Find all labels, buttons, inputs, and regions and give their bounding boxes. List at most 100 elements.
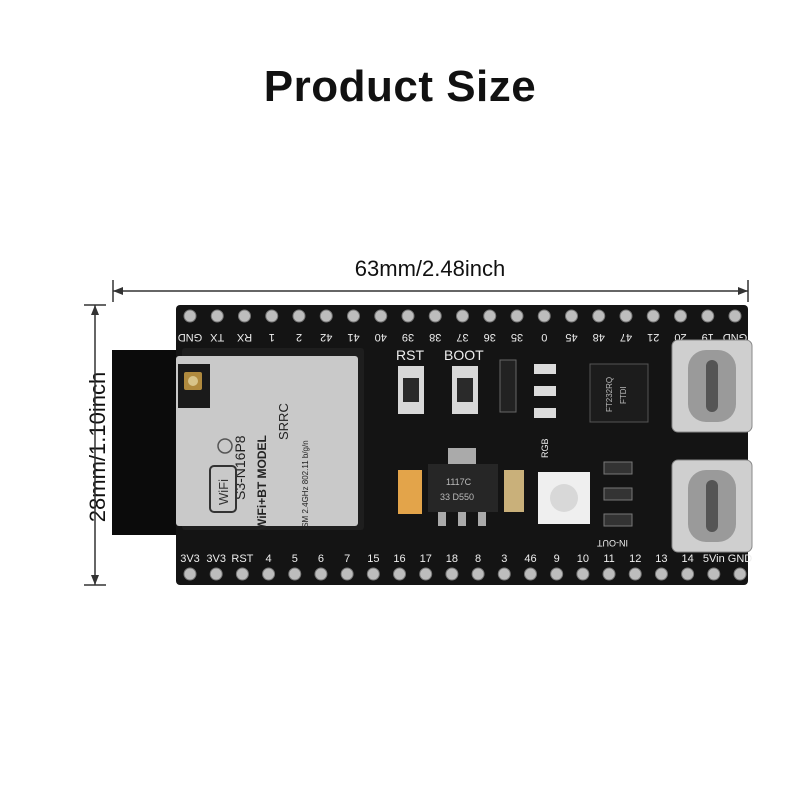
header-pin	[537, 309, 551, 323]
header-pin	[602, 567, 616, 581]
usb-c-port-bottom	[671, 459, 753, 553]
header-pin	[471, 567, 485, 581]
header-pin	[619, 309, 633, 323]
header-pin	[728, 309, 742, 323]
width-dimension-label: 63mm/2.48inch	[354, 256, 506, 281]
bottom-pin-label: 7	[344, 553, 350, 565]
bottom-pin-label: 5	[292, 553, 298, 565]
header-pin	[262, 567, 276, 581]
header-pin	[497, 567, 511, 581]
bottom-pin-label: 17	[420, 553, 432, 565]
top-pin-label: 42	[320, 331, 332, 343]
header-pin	[209, 567, 223, 581]
chip-brand-text: FTDI	[619, 386, 628, 404]
top-pin-label: 39	[402, 331, 414, 343]
header-pin	[428, 309, 442, 323]
height-dimension-line	[84, 304, 106, 586]
bottom-pin-label: 16	[393, 553, 405, 565]
esp32-module-shield	[176, 356, 358, 526]
header-pin	[701, 309, 715, 323]
header-pin	[523, 567, 537, 581]
header-pin	[681, 567, 695, 581]
header-pin	[733, 567, 747, 581]
top-pin-label: RX	[236, 331, 252, 343]
header-pin	[319, 309, 333, 323]
header-pin	[340, 567, 354, 581]
chip-model-text: FT232RQ	[605, 377, 614, 412]
top-pin-label: 45	[565, 331, 577, 343]
bottom-pin-label: 6	[318, 553, 324, 565]
header-pin	[183, 309, 197, 323]
header-pin	[393, 567, 407, 581]
small-resistors	[603, 461, 633, 527]
header-pin	[419, 567, 433, 581]
usb-uart-chip	[589, 363, 649, 423]
usb-c-port-top	[671, 339, 753, 433]
svg-text:WiFi: WiFi	[216, 479, 231, 505]
bottom-pin-label: 8	[475, 553, 481, 565]
bottom-pin-label: 46	[524, 553, 536, 565]
bottom-pin-label: 18	[446, 553, 458, 565]
header-pin	[565, 309, 578, 323]
top-pin-label: 36	[484, 331, 496, 343]
antenna-area	[112, 350, 182, 535]
header-pin	[374, 309, 388, 323]
header-pin	[314, 567, 328, 581]
capacitor	[504, 470, 524, 512]
top-pin-label: 0	[541, 331, 547, 343]
header-pin	[401, 309, 415, 323]
page-title: Product Size	[263, 62, 537, 111]
header-pin	[592, 309, 606, 323]
status-leds	[534, 364, 556, 418]
header-pin	[628, 567, 642, 581]
rgb-label: RGB	[540, 438, 550, 458]
header-pin	[654, 567, 668, 581]
top-pin-label: 48	[593, 331, 605, 343]
header-pin	[707, 567, 721, 581]
top-pin-label: 41	[347, 331, 359, 343]
rst-button	[398, 366, 424, 414]
header-pin	[576, 567, 590, 581]
bottom-pin-label: 5Vin	[703, 553, 725, 565]
bottom-pin-label: 4	[266, 553, 272, 565]
top-pin-label: 40	[375, 331, 387, 343]
boot-button	[452, 366, 478, 414]
bottom-pin-label: 11	[603, 553, 614, 565]
module-ism-text: ISM 2.4GHz 802.11 b/g/n	[301, 440, 310, 530]
header-pin	[456, 309, 469, 323]
header-pin	[183, 567, 197, 581]
top-pin-label: TX	[210, 331, 225, 343]
top-pin-label: 2	[296, 331, 302, 343]
bottom-pin-label: RST	[231, 553, 253, 565]
header-pin	[445, 567, 459, 581]
diode	[499, 359, 517, 413]
bottom-pin-label: 10	[577, 553, 589, 565]
regulator-text-2: 33 D550	[440, 492, 474, 502]
top-pin-label: 37	[456, 331, 468, 343]
bottom-pin-label: 15	[367, 553, 379, 565]
bottom-pin-label: 12	[629, 553, 641, 565]
top-pin-label: 21	[647, 331, 659, 343]
header-pin	[265, 309, 279, 323]
top-pin-label: 1	[269, 331, 275, 343]
bottom-pin-label: 13	[655, 553, 667, 565]
bottom-pin-label: GND	[728, 553, 753, 565]
bottom-pin-label: 3	[501, 553, 507, 565]
bottom-pin-label: 3V3	[180, 553, 200, 565]
top-pin-label: 47	[620, 331, 632, 343]
module-wifi-bt-text: WiFi+BT MODEL	[255, 435, 269, 530]
bottom-pin-label: 14	[681, 553, 693, 565]
in-out-label: IN-OUT	[597, 538, 628, 548]
header-pin	[235, 567, 249, 581]
header-pin	[288, 567, 302, 581]
header-pin	[366, 567, 380, 581]
header-pin	[292, 309, 306, 323]
header-pin	[550, 567, 564, 581]
header-pin	[238, 309, 251, 323]
regulator-text-1: 1117C	[446, 477, 472, 487]
bottom-pin-label: 9	[554, 553, 560, 565]
top-pin-label: GND	[178, 331, 203, 343]
